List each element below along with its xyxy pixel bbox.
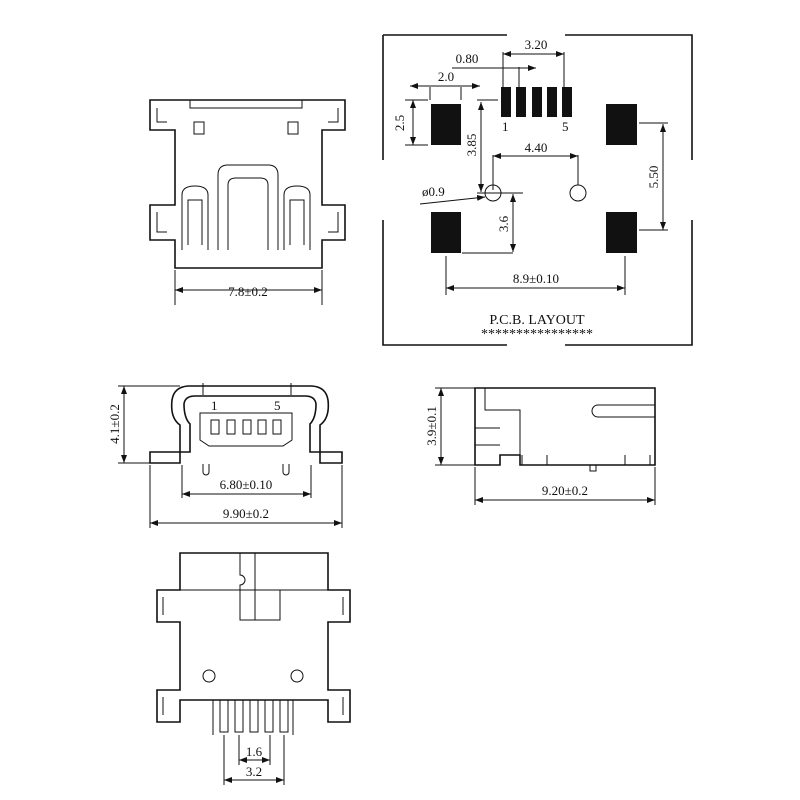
top-width-dim: 7.8±0.2 [228,284,268,299]
front-height-dim: 4.1±0.2 [107,404,122,444]
dim-hole-to-pad: 3.6 [496,215,511,232]
front-pin-1-label: 1 [211,398,218,413]
front-view: 4.1±0.2 6.80±0.10 9.90±0.2 1 5 [107,383,343,528]
dim-pin-to-hole: 3.85 [464,134,479,157]
dim-hole-diameter: ø0.9 [422,184,445,199]
bottom-span-dim: 3.2 [246,764,262,779]
pcb-pin-1-label: 1 [502,119,509,134]
bottom-pitch-dim: 1.6 [246,744,263,759]
dim-pad-vertical: 5.50 [646,166,661,189]
dim-pad-width: 2.0 [438,69,454,84]
front-outer-width-dim: 9.90±0.2 [223,506,269,521]
pcb-pin-5-label: 5 [562,119,569,134]
pcb-layout-title: P.C.B. LAYOUT [489,313,585,328]
side-view: 3.9±0.1 9.20±0.2 [424,387,656,505]
front-pin-5-label: 5 [274,398,281,413]
dim-pad-height: 2.5 [392,115,407,131]
dim-hole-spacing: 4.40 [525,140,548,155]
dim-pin-span: 3.20 [525,37,548,52]
front-inner-width-dim: 6.80±0.10 [220,477,273,492]
side-height-dim: 3.9±0.1 [424,406,439,446]
side-length-dim: 9.20±0.2 [542,483,588,498]
pcb-layout: 3.20 0.80 2.0 2.5 3.85 4.40 ø0.9 3.6 5.5… [382,34,693,346]
dim-pitch: 0.80 [456,51,479,66]
bottom-view: 1.6 3.2 [156,552,351,785]
dim-pad-span: 8.9±0.10 [513,271,559,286]
pcb-layout-stars: **************** [481,327,593,342]
top-view: 7.8±0.2 [149,99,346,305]
